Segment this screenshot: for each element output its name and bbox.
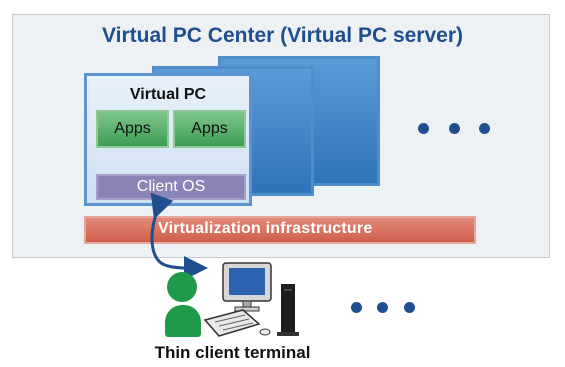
virtual-pc-title: Virtual PC bbox=[129, 86, 207, 103]
app-box-2: Apps bbox=[173, 110, 246, 148]
virtualization-infrastructure-bar bbox=[84, 216, 476, 244]
person-icon-body bbox=[165, 305, 201, 337]
ellipsis-dot-1 bbox=[418, 123, 429, 134]
thin-client-terminal-icon bbox=[203, 262, 299, 337]
thin-client-terminal-label: Thin client terminal bbox=[154, 343, 311, 362]
server-title: Virtual PC Center (Virtual PC server) bbox=[101, 24, 464, 47]
ellipsis-dot-6 bbox=[404, 302, 415, 313]
app-box-1: Apps bbox=[96, 110, 169, 148]
person-icon-head bbox=[167, 272, 197, 302]
ellipsis-dot-4 bbox=[351, 302, 362, 313]
ellipsis-dot-5 bbox=[377, 302, 388, 313]
ellipsis-dot-2 bbox=[449, 123, 460, 134]
virtual-pc-box: Virtual PC Apps Apps Client OS bbox=[84, 73, 252, 206]
virtualization-infrastructure-label: Virtualization infrastructure bbox=[158, 220, 373, 237]
ellipsis-dot-3 bbox=[479, 123, 490, 134]
